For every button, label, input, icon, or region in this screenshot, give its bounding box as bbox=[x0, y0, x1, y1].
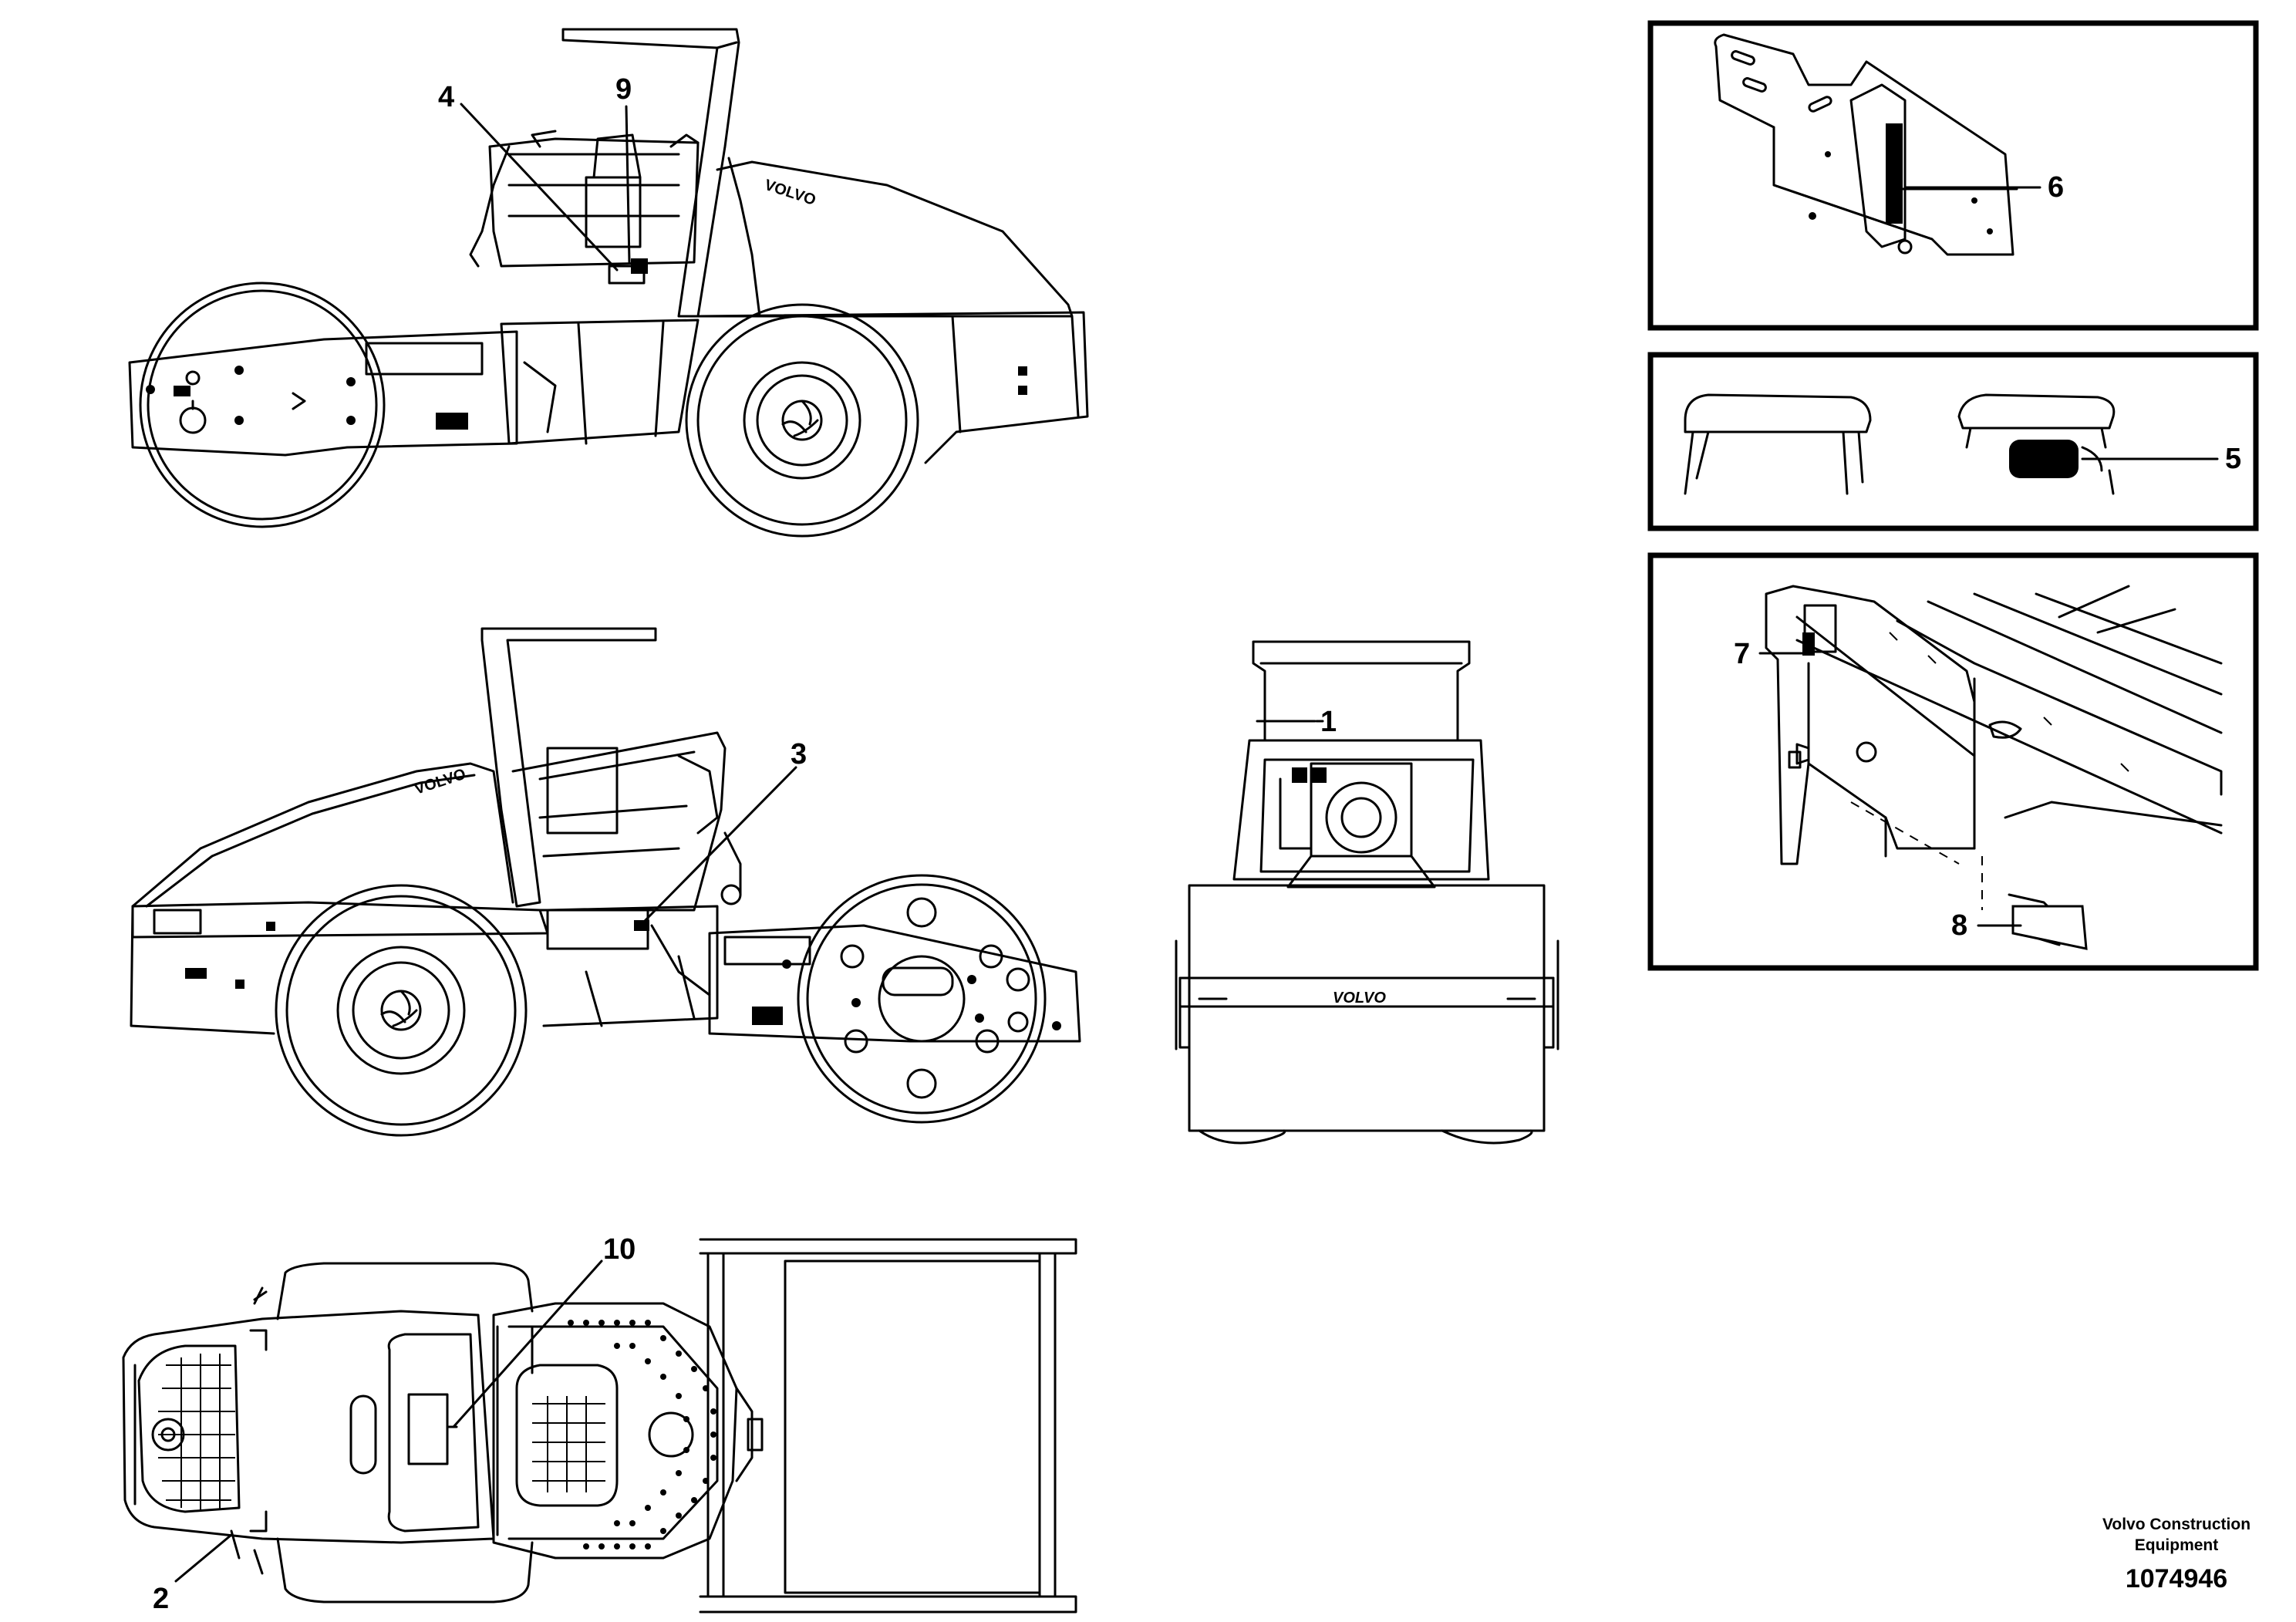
drum-brand-lettering: VOLVO bbox=[1333, 990, 1386, 1007]
drawing-number: 1074946 bbox=[2126, 1564, 2227, 1593]
callout-2: 2 bbox=[153, 1583, 169, 1615]
callout-4: 4 bbox=[438, 81, 454, 113]
company-name-line1: Volvo Construction bbox=[2102, 1516, 2250, 1533]
detail-box-7-8 bbox=[1647, 552, 2259, 971]
callout-8: 8 bbox=[1951, 909, 1967, 942]
callout-10: 10 bbox=[603, 1233, 636, 1266]
callout-6: 6 bbox=[2048, 171, 2064, 204]
detail-box-6 bbox=[1647, 20, 2259, 331]
top-view bbox=[122, 1238, 1077, 1614]
callout-3: 3 bbox=[791, 738, 807, 771]
company-name-line2: Equipment bbox=[2135, 1536, 2219, 1554]
leader-lines bbox=[174, 103, 2219, 1583]
callout-1: 1 bbox=[1320, 706, 1337, 738]
rear-view: VOLVO bbox=[1175, 640, 1559, 1145]
detail-box-5 bbox=[1647, 352, 2259, 531]
callout-7: 7 bbox=[1734, 638, 1750, 670]
drawing-footer: Volvo Construction Equipment 1074946 bbox=[2102, 1516, 2250, 1593]
callout-9: 9 bbox=[615, 73, 632, 106]
callout-labels: 1 2 3 4 5 6 7 8 9 10 bbox=[153, 73, 2241, 1615]
hood-brand-lettering: VOLVO bbox=[762, 177, 818, 209]
deck-perforation bbox=[568, 1320, 716, 1549]
callout-5: 5 bbox=[2225, 443, 2241, 475]
side-view-right: VOLVO bbox=[130, 627, 1081, 1137]
side-view-left: VOLVO bbox=[128, 28, 1089, 538]
